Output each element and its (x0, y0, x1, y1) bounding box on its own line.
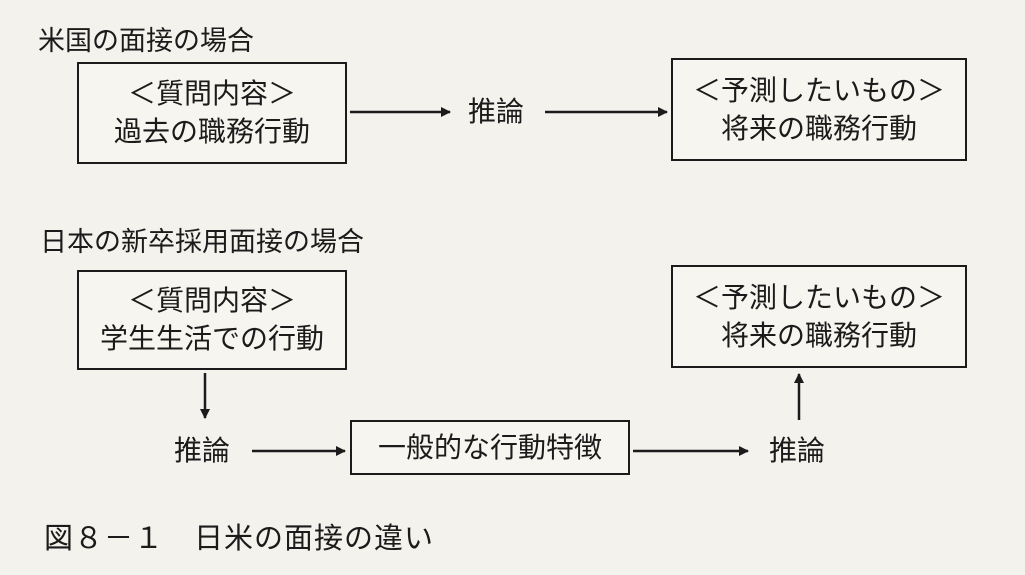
japan-prediction-body: 将来の職務行動 (720, 318, 917, 352)
us-question-box: ＜質問内容＞ 過去の職務行動 (77, 62, 347, 164)
us-prediction-body: 将来の職務行動 (720, 111, 917, 145)
us-question-heading: ＜質問内容＞ (127, 77, 296, 111)
japan-inference-left-label: 推論 (174, 434, 231, 467)
japan-question-box: ＜質問内容＞ 学生生活での行動 (77, 270, 347, 370)
japan-prediction-box: ＜予測したいもの＞ 将来の職務行動 (671, 265, 967, 368)
us-question-body: 過去の職務行動 (113, 115, 310, 148)
japan-prediction-heading: ＜予測したいもの＞ (692, 280, 945, 314)
japan-general-trait-box: 一般的な行動特徴 (350, 420, 630, 475)
us-inference-label: 推論 (468, 95, 525, 128)
japan-section-title: 日本の新卒採用面接の場合 (40, 227, 364, 258)
japan-general-trait-body: 一般的な行動特徴 (377, 430, 602, 464)
us-prediction-heading: ＜予測したいもの＞ (692, 73, 945, 107)
japan-question-heading: ＜質問内容＞ (127, 284, 296, 318)
japan-inference-right-label: 推論 (769, 434, 826, 467)
figure-caption: 図８－１ 日米の面接の違い (44, 521, 435, 555)
japan-question-body: 学生生活での行動 (99, 322, 324, 355)
us-prediction-box: ＜予測したいもの＞ 将来の職務行動 (671, 58, 967, 161)
us-section-title: 米国の面接の場合 (38, 26, 254, 57)
